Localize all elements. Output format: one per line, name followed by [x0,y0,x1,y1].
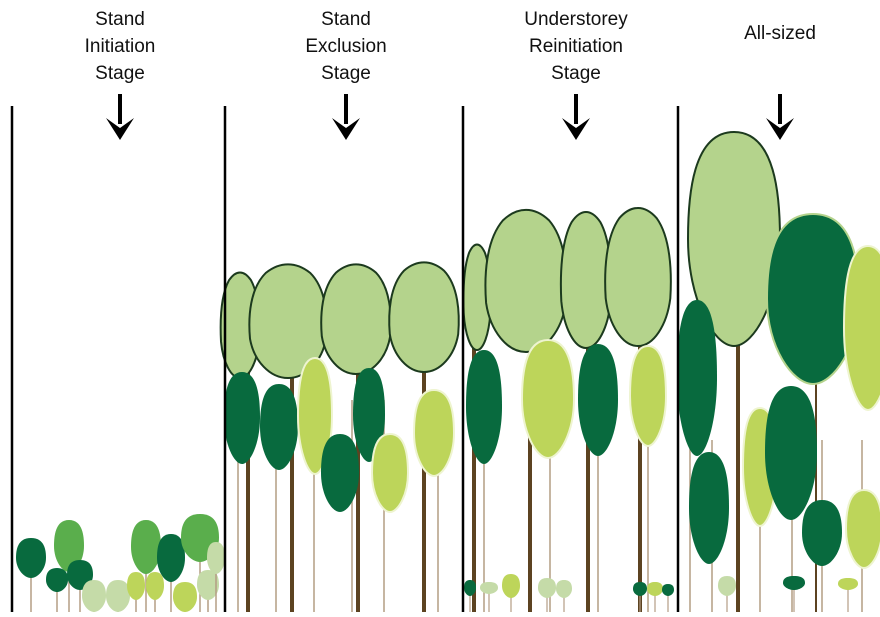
tree-crown [82,580,106,612]
tree-crown [633,582,647,596]
tree-crown [765,386,817,520]
stage-label-line: Stand [321,9,371,30]
tree-crown [783,576,805,590]
stage-label-line: All-sized [744,23,816,44]
tree-crown [689,452,729,564]
canopy-tree-crown [604,206,672,348]
tree-crown [842,244,880,412]
tree-crown [647,582,663,596]
stage-label-line: Initiation [84,36,156,57]
tree-crown [224,372,260,464]
tree-crown [131,520,161,574]
stage-label-line: Stage [321,63,371,84]
tree-crown [353,368,385,462]
tree-crown [46,568,68,592]
tree-crown [662,584,674,596]
stage-label-line: Stage [95,63,145,84]
tree-crown [157,534,185,582]
stage-label-line: Stage [551,63,601,84]
tree-crown [578,344,618,456]
stage-label-line: Exclusion [305,36,387,57]
tree-crown [197,570,219,600]
tree-crown [556,580,572,598]
tree-crown [628,344,668,448]
down-arrow-icon [766,118,794,140]
down-arrow-icon [106,118,134,140]
canopy-tree-crown [320,263,392,376]
tree-crown [480,582,498,594]
canopy-tree-crown [484,208,568,354]
tree-crown [802,500,842,566]
tree-crown [412,388,456,478]
down-arrow-icon [562,118,590,140]
tree-crown [296,356,334,476]
tree-crown [207,542,225,574]
stage-label-stand-exclusion: Stand Exclusion Stage [266,6,426,87]
tree-crown [260,384,298,470]
tree-crown [844,488,880,570]
canopy-tree-crown [219,271,261,380]
tree-crown [106,580,130,612]
tree-crown [54,520,84,572]
tree-crown [838,578,858,590]
stage-label-line: Reinitiation [529,36,623,57]
tree-crown [538,578,556,598]
stage-label-all-sized: All-sized [700,20,860,47]
stage-label-line: Understorey [524,9,628,30]
tree-crown [520,338,576,460]
tree-crown [321,434,359,512]
tree-crown [686,130,782,348]
down-arrow-icon [332,118,360,140]
stage-label-line: Stand [95,9,145,30]
tree-crown [466,350,502,464]
tree-crown [502,574,520,598]
tree-crown [677,300,717,456]
stage-label-understorey-reinitiation: Understorey Reinitiation Stage [486,6,666,87]
tree-crown [370,432,410,514]
tree-crown [16,538,46,578]
tree-crown [127,572,145,600]
tree-crown [718,576,736,596]
canopy-tree-crown [559,211,613,350]
tree-crown [146,572,164,600]
stage-label-stand-initiation: Stand Initiation Stage [40,6,200,87]
tree-crown [173,582,197,612]
tree-crown [464,580,476,596]
canopy-tree-crown [388,261,460,374]
